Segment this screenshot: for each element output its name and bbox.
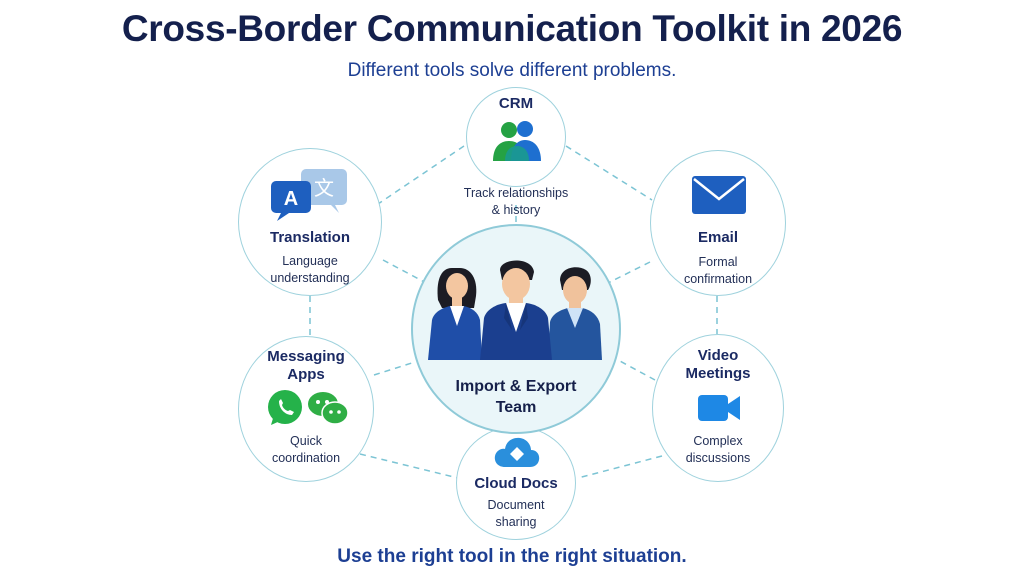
link-crm-email (565, 145, 653, 201)
docs-label: Cloud Docs (474, 475, 558, 492)
messaging-node: Messaging Apps Quick coordination (238, 336, 374, 482)
link-messaging-docs (359, 453, 459, 479)
video-node: Video Meetings Complex discussions (652, 334, 784, 482)
business-team-icon (428, 260, 602, 360)
translation-node: 文 A Translation Language understanding (238, 148, 382, 296)
docs-node: Cloud Docs Document sharing (456, 426, 576, 540)
translation-desc: Language understanding (270, 254, 350, 285)
spoke-video (617, 359, 656, 381)
footer-tagline: Use the right tool in the right situatio… (337, 546, 687, 567)
crm-node: CRM (466, 87, 566, 187)
email-desc: Formal confirmation (683, 255, 753, 286)
crm-label: CRM (498, 95, 534, 112)
center-label: Import & Export Team (455, 378, 577, 416)
cloud-icon (494, 437, 540, 467)
spoke-messaging (373, 361, 416, 376)
center-node: Import & Export Team (411, 224, 621, 434)
video-label: Video Meetings (685, 347, 751, 382)
crm-desc: Track relationships & history (463, 186, 569, 217)
email-node: Email Formal confirmation (650, 150, 786, 296)
messaging-desc: Quick coordination (271, 434, 341, 465)
svg-text:A: A (284, 188, 298, 210)
video-desc: Complex discussions (685, 434, 751, 465)
envelope-icon (692, 176, 746, 214)
email-label: Email (697, 229, 739, 246)
video-camera-icon (698, 395, 740, 421)
translate-icon: 文 A (271, 169, 347, 221)
page-title: Cross-Border Communication Toolkit in 20… (121, 8, 903, 49)
chat-apps-icon (268, 390, 349, 425)
docs-desc: Document sharing (487, 498, 545, 529)
users-icon (493, 121, 541, 161)
svg-text:文: 文 (314, 176, 334, 200)
page-subtitle: Different tools solve different problems… (347, 60, 677, 81)
translation-label: Translation (269, 229, 351, 246)
messaging-label: Messaging Apps (267, 348, 345, 383)
link-video-docs (577, 455, 663, 479)
